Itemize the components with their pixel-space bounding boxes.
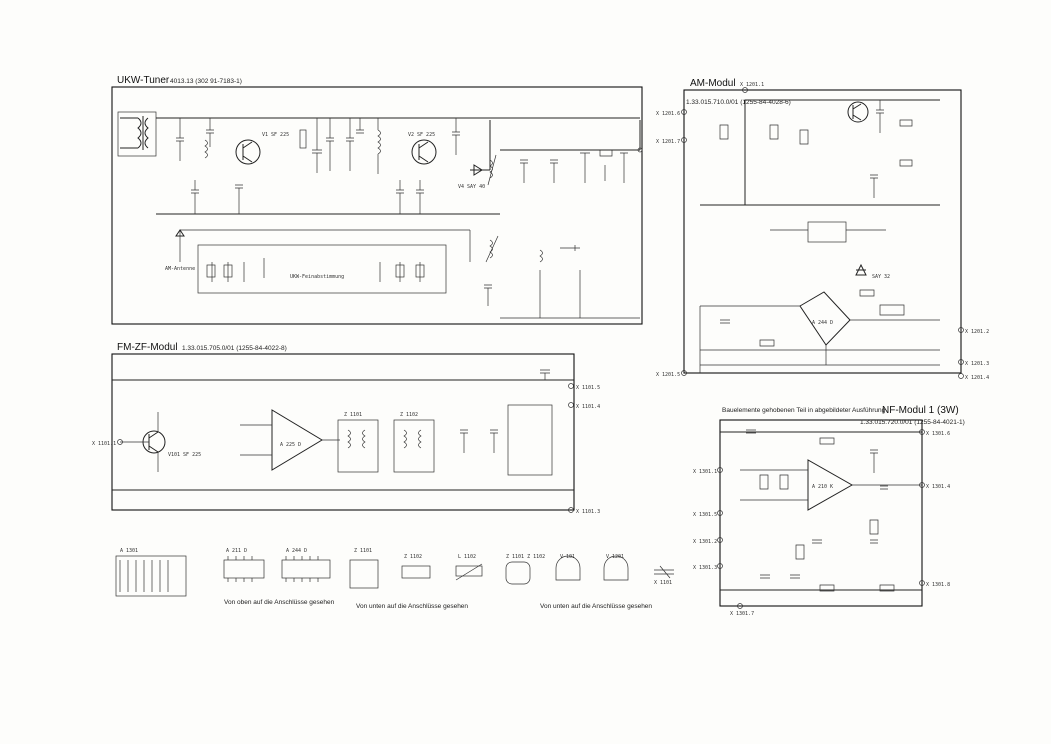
fmzf-code: 1.33.015.705.0/01 (1255-84-4022-8) bbox=[182, 345, 287, 352]
ukw-feedback-line bbox=[179, 229, 471, 262]
svg-text:X 1101.3: X 1101.3 bbox=[576, 509, 600, 515]
fmzf-transistor: V101 SF 225 bbox=[120, 412, 201, 472]
svg-text:UKW-Feinabstimmung: UKW-Feinabstimmung bbox=[290, 274, 344, 280]
svg-text:L 1102: L 1102 bbox=[458, 554, 476, 560]
am-module: AM-Modul 1.33.015.710.0/01 (1255-84-4028… bbox=[656, 78, 989, 381]
pinout-note-bottom-2: Von unten auf die Anschlüsse gesehen bbox=[540, 603, 652, 610]
fmzf-connectors: X 1101.1 X 1101.5 X 1101.4 X 1101.3 bbox=[92, 383, 600, 515]
svg-text:V4 SAY 40: V4 SAY 40 bbox=[458, 184, 485, 190]
svg-text:X 1101: X 1101 bbox=[654, 580, 672, 586]
svg-text:A 225 D: A 225 D bbox=[280, 442, 301, 448]
svg-text:V1 SF 225: V1 SF 225 bbox=[262, 132, 289, 138]
nf-title: NF-Modul 1 (3W) bbox=[882, 405, 959, 416]
nf-opamp: A 210 K bbox=[740, 459, 922, 511]
am-code: 1.33.015.710.0/01 (1255-84-4028-6) bbox=[686, 99, 791, 106]
svg-text:X 1301.3: X 1301.3 bbox=[693, 565, 717, 571]
svg-text:X 1301.2: X 1301.2 bbox=[693, 539, 717, 545]
am-title: AM-Modul bbox=[690, 78, 736, 89]
ukw-detector-stage: V4 SAY 40 bbox=[458, 120, 643, 190]
svg-text:AM-Antenne: AM-Antenne bbox=[165, 266, 195, 272]
pinout-z1101: Z 1101 bbox=[349, 548, 379, 589]
svg-text:A 1301: A 1301 bbox=[120, 548, 138, 554]
nf-note: Bauelemente gehobenen Teil in abgebildet… bbox=[722, 407, 886, 414]
svg-text:Z 1101: Z 1101 bbox=[344, 412, 362, 418]
svg-text:X 1201.1: X 1201.1 bbox=[740, 82, 764, 88]
svg-text:A 244 D: A 244 D bbox=[812, 320, 833, 326]
svg-text:V 101: V 101 bbox=[560, 554, 575, 560]
svg-text:V2 SF 225: V2 SF 225 bbox=[408, 132, 435, 138]
svg-text:X 1301.4: X 1301.4 bbox=[926, 484, 950, 490]
svg-text:X 1201.5: X 1201.5 bbox=[656, 372, 680, 378]
svg-text:SAY 32: SAY 32 bbox=[872, 274, 890, 280]
ukw-tuner-module: UKW-Tuner 4013.13 (302 91-7183-1) V1 SF … bbox=[111, 75, 643, 325]
svg-text:A 210 K: A 210 K bbox=[812, 484, 833, 490]
svg-text:Z 1101 Z 1102: Z 1101 Z 1102 bbox=[506, 554, 545, 560]
svg-text:X 1101.5: X 1101.5 bbox=[576, 385, 600, 391]
pinout-a1301: A 1301 bbox=[115, 548, 187, 597]
nf-frame bbox=[719, 419, 923, 607]
svg-text:X 1301.7: X 1301.7 bbox=[730, 611, 754, 617]
pinout-legend: A 1301 A 211 D A 244 D Z 1101 Z 1102 L 1… bbox=[115, 548, 674, 610]
pinout-z1102: Z 1102 bbox=[401, 554, 431, 579]
svg-text:X 1101.1: X 1101.1 bbox=[92, 441, 116, 447]
pinout-note-bottom-1: Von unten auf die Anschlüsse gesehen bbox=[356, 603, 468, 610]
pinout-v1201: V 1201 bbox=[603, 554, 629, 581]
svg-text:A 244 D: A 244 D bbox=[286, 548, 307, 554]
svg-text:Z 1102: Z 1102 bbox=[404, 554, 422, 560]
pinout-v101: V 101 bbox=[555, 554, 581, 581]
svg-text:Z 1102: Z 1102 bbox=[400, 412, 418, 418]
fmzf-output-stage bbox=[460, 369, 553, 476]
pinout-a244d: A 244 D bbox=[281, 548, 331, 582]
am-opamp: A 244 D bbox=[700, 291, 940, 365]
am-rails bbox=[700, 99, 940, 206]
svg-text:X 1201.6: X 1201.6 bbox=[656, 111, 680, 117]
am-connectors: X 1201.1 X 1201.6 X 1201.7 X 1201.2 X 12… bbox=[656, 82, 989, 381]
ukw-tuner-code: 4013.13 (302 91-7183-1) bbox=[170, 78, 242, 85]
am-passives bbox=[699, 100, 940, 373]
svg-text:X 1201.4: X 1201.4 bbox=[965, 375, 989, 381]
svg-text:X 1301.8: X 1301.8 bbox=[926, 582, 950, 588]
am-ic-box bbox=[770, 221, 886, 243]
svg-text:X 1301.5: X 1301.5 bbox=[693, 512, 717, 518]
am-transistor bbox=[847, 101, 869, 123]
pinout-note-top: Von oben auf die Anschlüsse gesehen bbox=[224, 599, 335, 606]
svg-text:X 1301.1: X 1301.1 bbox=[693, 469, 717, 475]
transistor-v1: V1 SF 225 bbox=[235, 132, 289, 165]
nf-code: 1.33.015.720.0/01 (1255-84-4021-1) bbox=[860, 419, 965, 426]
transistor-v2: V2 SF 225 bbox=[408, 132, 437, 165]
svg-text:X 1201.3: X 1201.3 bbox=[965, 361, 989, 367]
pinout-a211d: A 211 D bbox=[223, 548, 265, 582]
fmzf-frame bbox=[111, 353, 575, 511]
nf-passives bbox=[746, 429, 895, 592]
pinout-z-group: Z 1101 Z 1102 bbox=[505, 554, 545, 585]
fmzf-title: FM-ZF-Modul bbox=[117, 342, 178, 353]
svg-text:X 1201.2: X 1201.2 bbox=[965, 329, 989, 335]
ukw-tuner-frame bbox=[111, 86, 643, 325]
ukw-lower-section: UKW-Feinabstimmung AM-Antenne bbox=[165, 229, 640, 319]
svg-text:V101 SF 225: V101 SF 225 bbox=[168, 452, 201, 458]
pinout-l1102: L 1102 bbox=[455, 554, 483, 581]
fmzf-rails bbox=[112, 379, 574, 491]
ukw-passive-components bbox=[176, 118, 460, 214]
am-diode: SAY 32 bbox=[855, 263, 890, 280]
fmzf-ic-a225: A 225 D bbox=[240, 409, 340, 471]
svg-text:V 1201: V 1201 bbox=[606, 554, 624, 560]
svg-text:X 1101.4: X 1101.4 bbox=[576, 404, 600, 410]
svg-text:X 1301.6: X 1301.6 bbox=[926, 431, 950, 437]
nf-connectors: X 1301.1 X 1301.5 X 1301.2 X 1301.3 X 13… bbox=[693, 429, 950, 617]
svg-text:X 1201.7: X 1201.7 bbox=[656, 139, 680, 145]
fmzf-module: FM-ZF-Modul 1.33.015.705.0/01 (1255-84-4… bbox=[92, 342, 600, 515]
ukw-tuner-title: UKW-Tuner bbox=[117, 75, 170, 86]
fmzf-filters: Z 1101 Z 1102 bbox=[337, 412, 435, 473]
pinout-x1101: X 1101 bbox=[654, 565, 674, 586]
nf-module: Bauelemente gehobenen Teil in abgebildet… bbox=[693, 405, 965, 617]
antenna-transformer bbox=[117, 111, 157, 157]
nf-rails bbox=[720, 431, 922, 591]
svg-text:Z 1101: Z 1101 bbox=[354, 548, 372, 554]
am-frame bbox=[683, 89, 962, 374]
svg-text:A 211 D: A 211 D bbox=[226, 548, 247, 554]
